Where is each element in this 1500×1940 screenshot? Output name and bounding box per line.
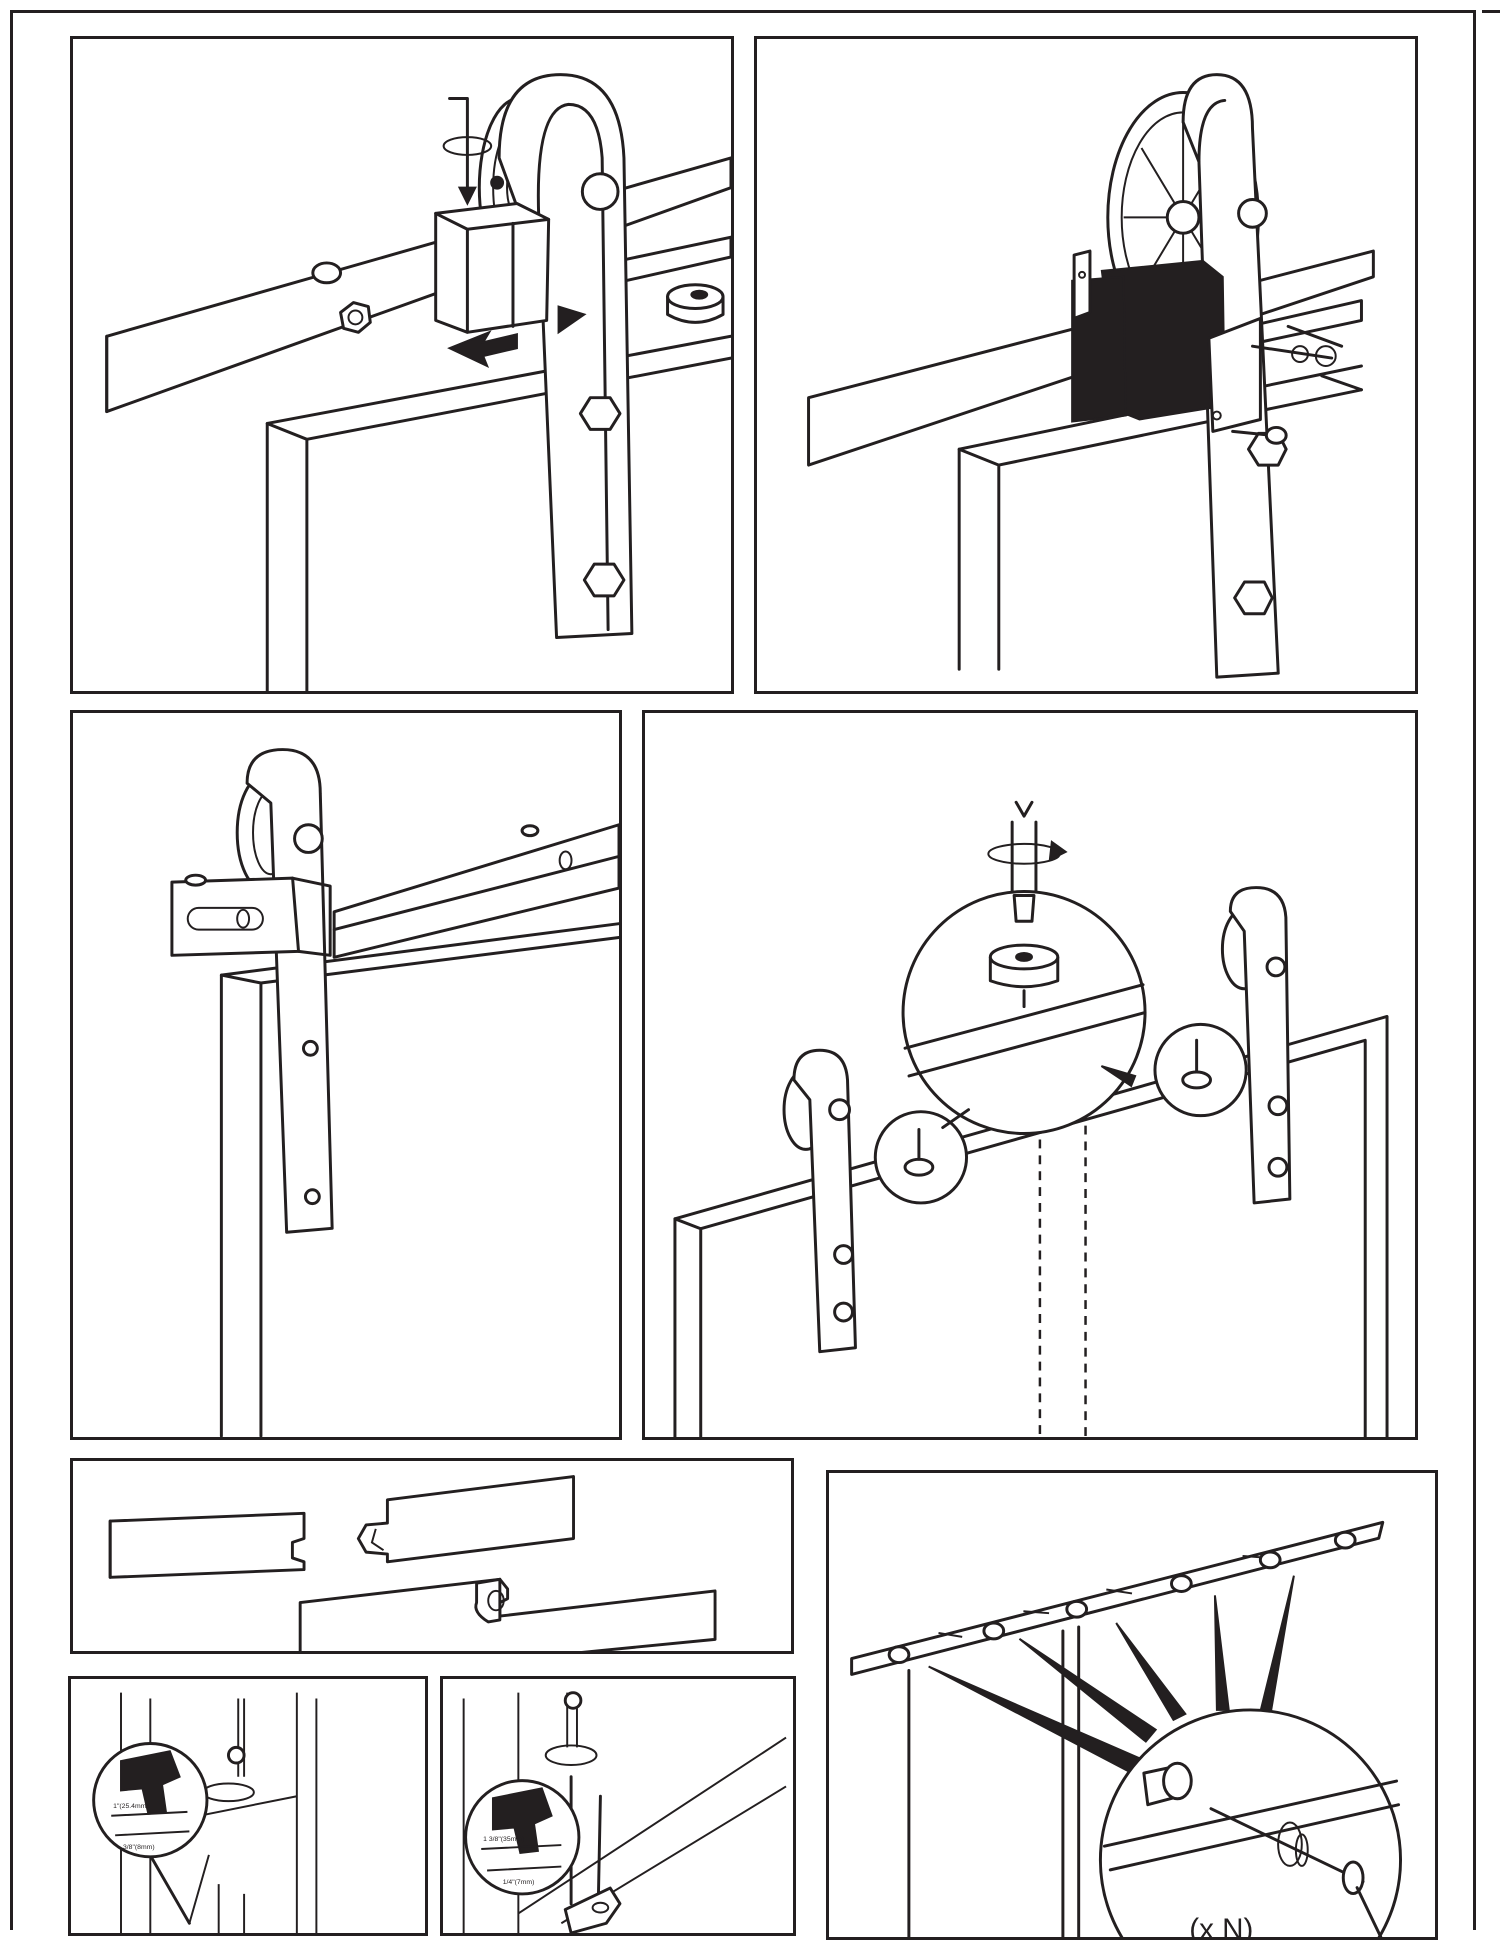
floor-guide-screw-illustration: 1 3/8"(35mm) 1/4"(7mm) xyxy=(462,1691,787,1933)
floor-guide-drill-illustration: 1"(25.4mm) 3/8"(8mm) xyxy=(92,1692,318,1933)
drill-bit-label: 3/8"(8mm) xyxy=(123,1844,155,1851)
step-panel-5 xyxy=(70,1458,794,1654)
spacer-bolt-detail-illustration xyxy=(673,800,1389,1437)
step-panel-7: 1 3/8"(35mm) 1/4"(7mm) xyxy=(440,1676,796,1936)
step-panel-3 xyxy=(70,710,622,1440)
step-panel-8: (x N) xyxy=(826,1470,1438,1940)
step-panel-4 xyxy=(642,710,1418,1440)
hanger-track-stop-illustration xyxy=(105,73,731,691)
screw-length-label: 1 3/8"(35mm) xyxy=(483,1836,524,1843)
screw-bit-label: 1/4"(7mm) xyxy=(503,1879,535,1886)
step-panel-1 xyxy=(70,36,734,694)
step-panel-2 xyxy=(754,36,1418,694)
anti-jump-block-illustration xyxy=(807,73,1375,679)
track-joint-illustration xyxy=(108,1475,717,1651)
drill-depth-label: 1"(25.4mm) xyxy=(113,1803,148,1810)
quantity-label: (x N) xyxy=(1189,1913,1253,1937)
page-edge xyxy=(1482,10,1500,1930)
end-stop-illustration xyxy=(170,748,619,1437)
track-wall-mount-illustration: (x N) xyxy=(850,1520,1402,1937)
instruction-sheet xyxy=(10,10,1476,1930)
step-panel-6: 1"(25.4mm) 3/8"(8mm) xyxy=(68,1676,428,1936)
